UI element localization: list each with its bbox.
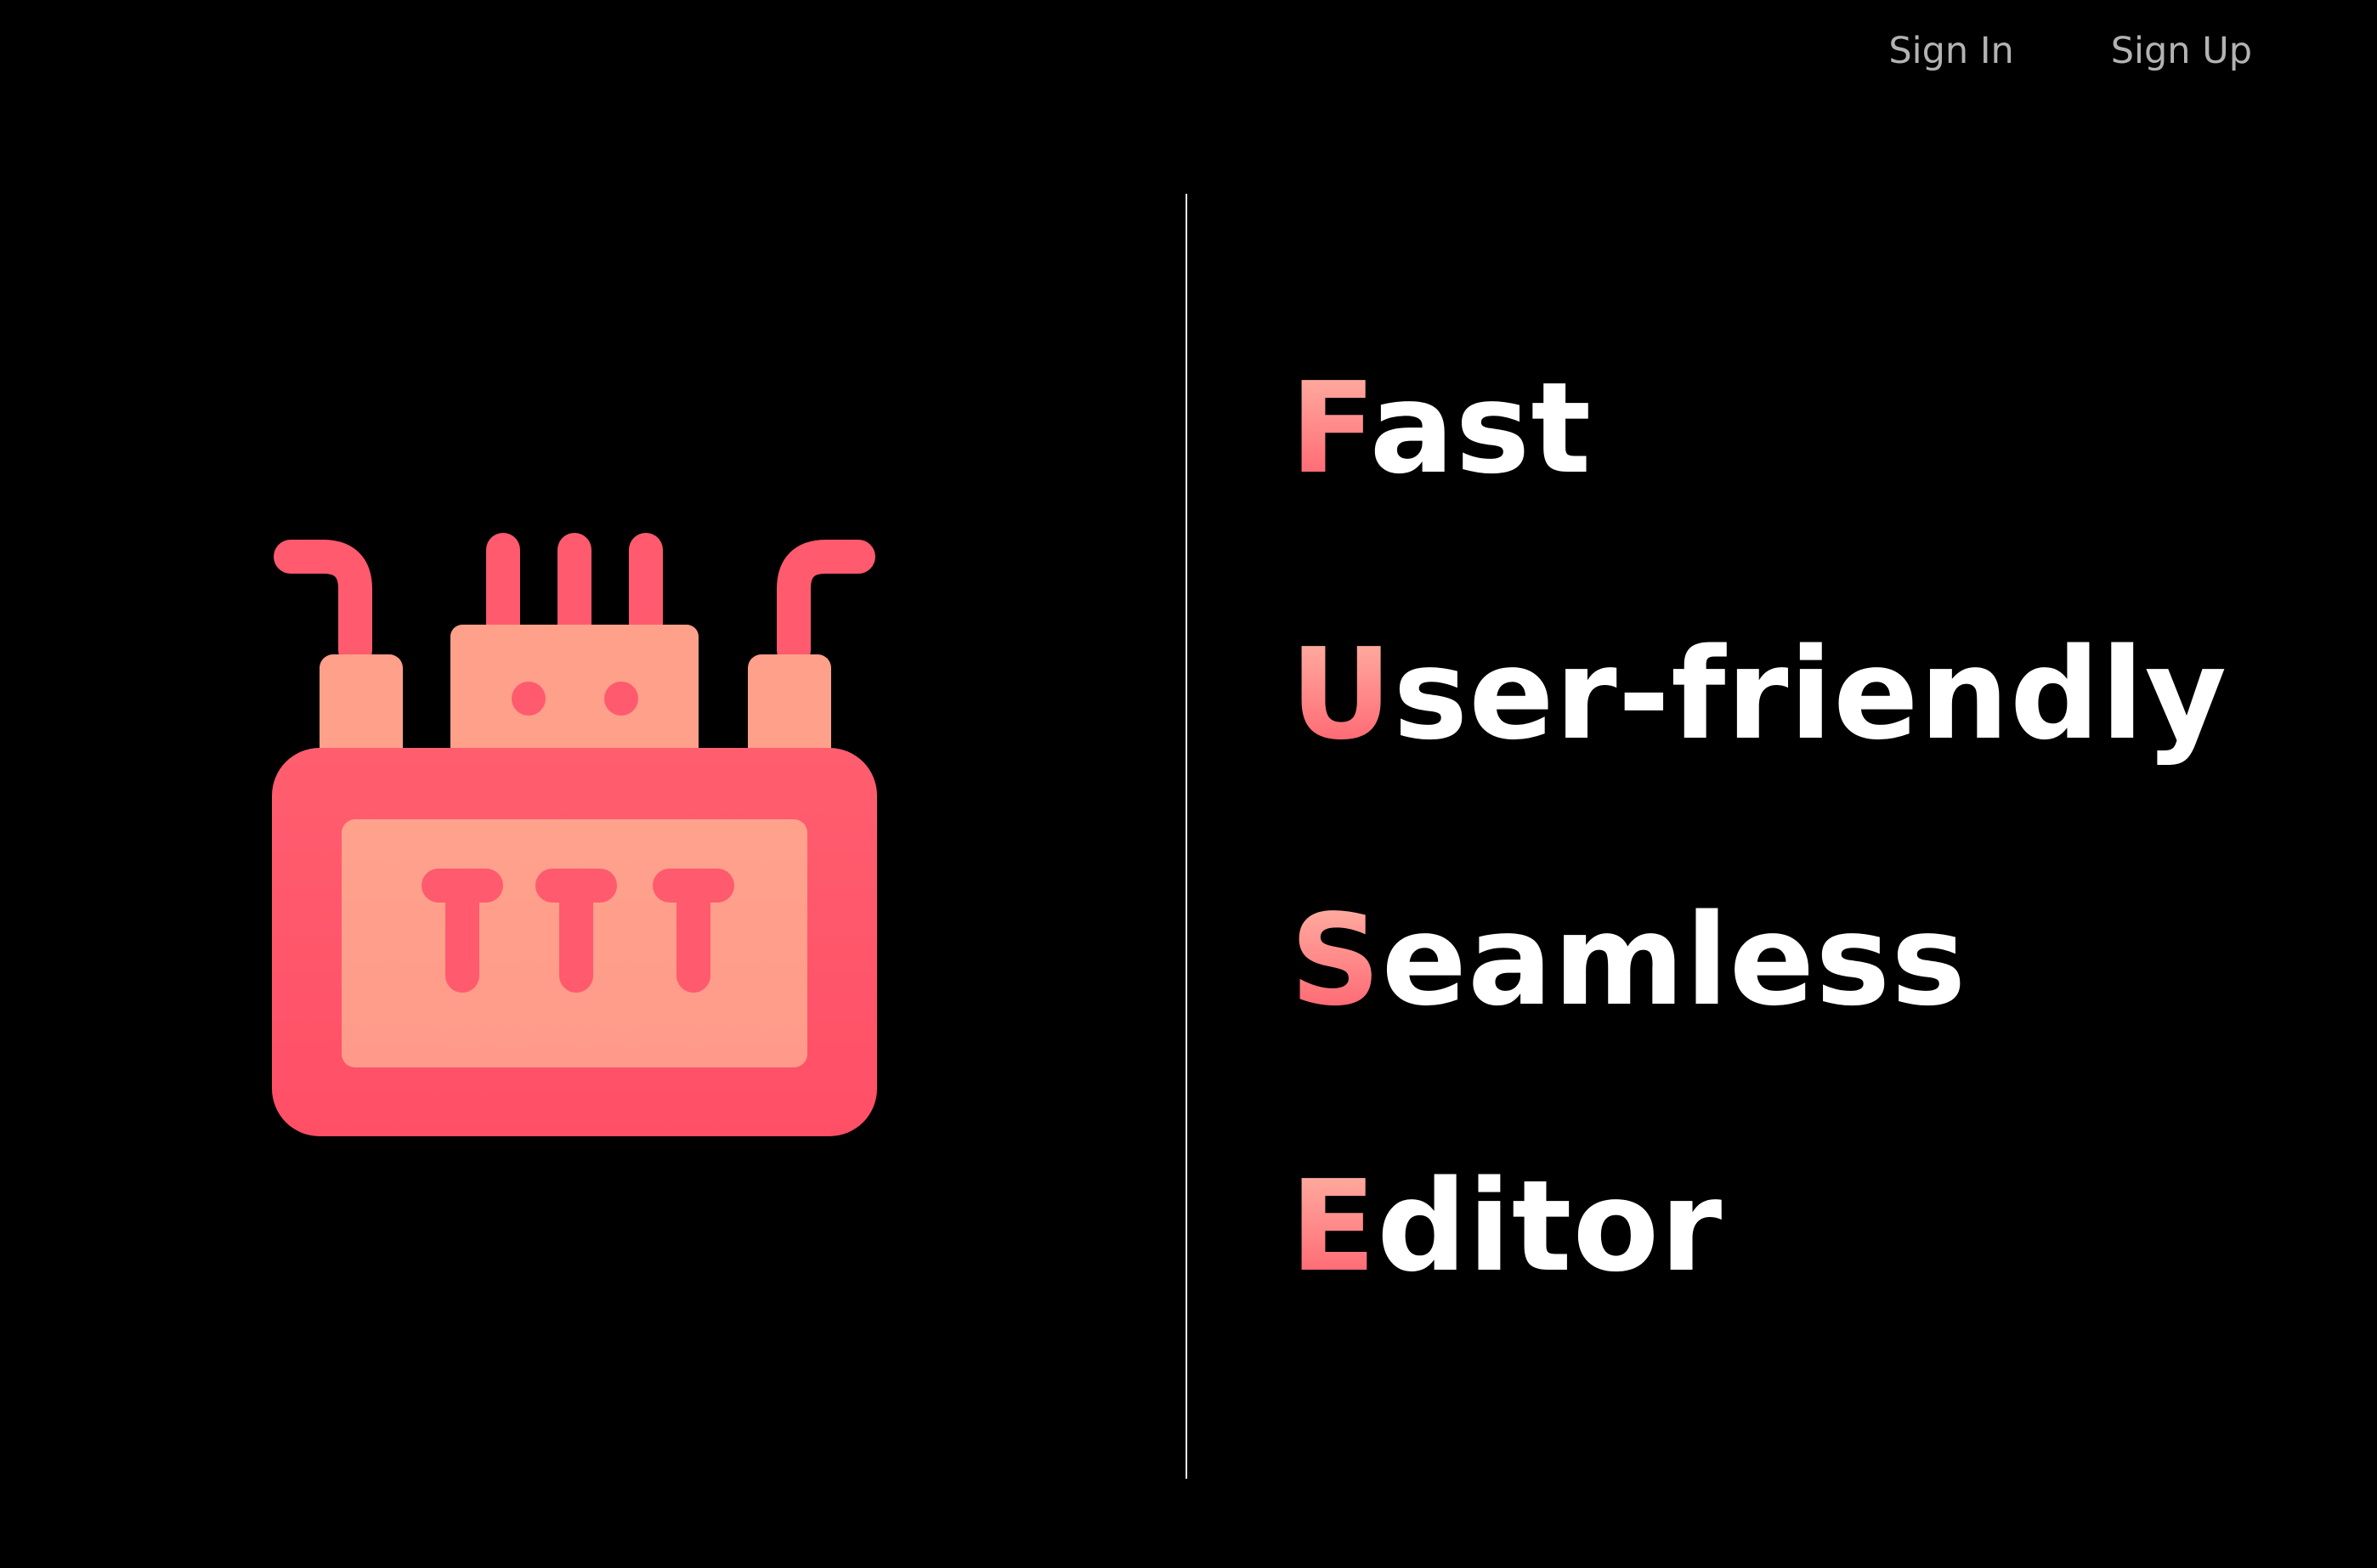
vertical-divider xyxy=(1186,194,1187,1479)
top-nav: Sign In Sign Up xyxy=(1888,25,2252,76)
sign-in-link[interactable]: Sign In xyxy=(1888,30,2014,72)
word-rest: ast xyxy=(1369,355,1593,501)
word-initial: S xyxy=(1290,887,1382,1033)
word-initial: F xyxy=(1290,355,1370,501)
tagline-word-fast: Fast xyxy=(1290,365,2227,491)
electric-transformer-icon xyxy=(272,533,877,1136)
word-initial: E xyxy=(1290,1153,1378,1299)
word-rest: ser-friendly xyxy=(1393,621,2228,767)
word-rest: eamless xyxy=(1381,887,1967,1033)
tagline-word-seamless: Seamless xyxy=(1290,897,2227,1023)
sign-up-link[interactable]: Sign Up xyxy=(2110,30,2252,72)
word-rest: ditor xyxy=(1377,1153,1723,1299)
tagline: Fast User-friendly Seamless Editor xyxy=(1290,365,2227,1429)
logo xyxy=(272,531,877,1136)
word-initial: U xyxy=(1290,621,1394,767)
tagline-word-user-friendly: User-friendly xyxy=(1290,631,2227,757)
tagline-word-editor: Editor xyxy=(1290,1163,2227,1289)
